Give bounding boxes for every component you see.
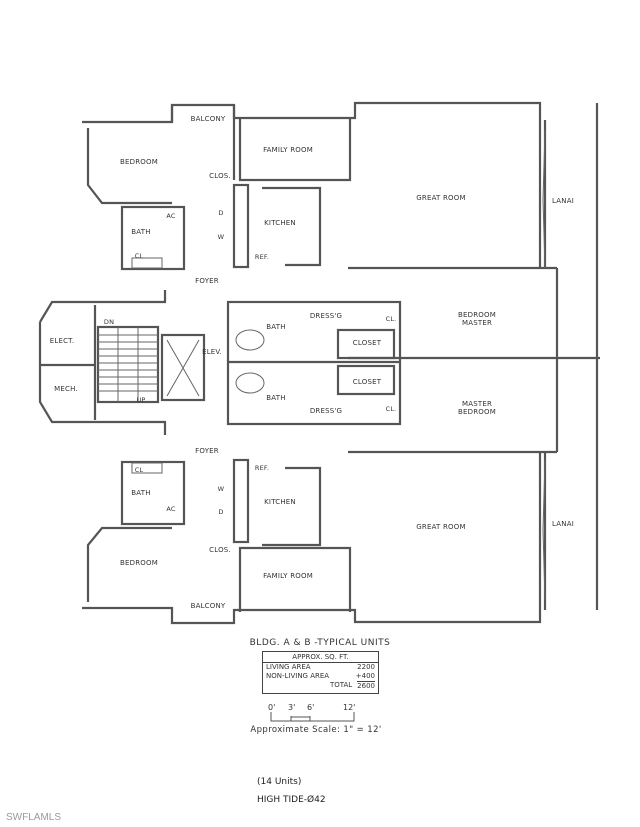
sqft-total-label: TOTAL <box>329 681 353 689</box>
room-label-cl-master-lower: CL. <box>385 405 397 413</box>
room-label-bath-master-upper: BATH <box>266 323 286 331</box>
sqft-row-value: 2200 <box>357 663 375 671</box>
room-label-closet-upper: CLOS. <box>209 172 231 180</box>
room-label-elect: ELECT. <box>49 337 75 345</box>
master-bedroom-lower-line2: BEDROOM <box>458 408 496 416</box>
room-label-kitchen-lower: KITCHEN <box>264 498 296 506</box>
sqft-table-header: APPROX. SQ. FT. <box>263 652 378 663</box>
room-label-lanai-lower: LANAI <box>552 520 574 528</box>
sqft-row-label: LIVING AREA <box>266 663 311 671</box>
room-label-cl-upper: CL <box>134 252 144 260</box>
room-label-bedroom-upper: BEDROOM <box>120 158 158 166</box>
room-label-bath-lower: BATH <box>131 489 151 497</box>
sqft-row-total: TOTAL 2600 <box>263 681 378 690</box>
room-label-family-room-upper: FAMILY ROOM <box>263 146 313 154</box>
room-label-ref-lower: REF. <box>254 464 270 472</box>
sqft-row-label: NON-LIVING AREA <box>266 672 330 680</box>
room-label-balcony-upper: BALCONY <box>190 115 226 123</box>
sqft-row-value: +400 <box>355 672 375 680</box>
room-label-mech: MECH. <box>54 385 78 393</box>
room-label-great-room-lower: GREAT ROOM <box>416 523 466 531</box>
unit-info: (14 Units) HIGH TIDE-Ø42 <box>257 773 326 809</box>
scale-label: Approximate Scale: 1" = 12' <box>250 725 382 735</box>
room-label-ref-upper: REF. <box>254 253 270 261</box>
room-label-foyer-lower: FOYER <box>195 447 219 455</box>
room-label-elev: ELEV. <box>202 348 222 356</box>
room-label-kitchen-upper: KITCHEN <box>264 219 296 227</box>
room-label-dryer-upper: D <box>218 209 224 217</box>
room-label-bath-upper: BATH <box>131 228 151 236</box>
room-label-dryer-lower: D <box>218 508 224 516</box>
scale-bar <box>270 712 355 722</box>
stair-label-dn: DN <box>103 318 115 326</box>
room-label-foyer-upper: FOYER <box>195 277 219 285</box>
stair-label-up: UP <box>136 396 146 404</box>
room-label-ac-upper: AC <box>166 212 176 220</box>
room-label-bath-master-lower: BATH <box>266 394 286 402</box>
master-bedroom-upper-line1: BEDROOM <box>458 311 496 319</box>
scale-tick-0: 0' <box>268 703 276 712</box>
room-label-cl-lower: CL <box>134 466 144 474</box>
unit-count: (14 Units) <box>257 777 302 787</box>
scale-tick-12: 12' <box>343 703 356 712</box>
model-name: HIGH TIDE-Ø42 <box>257 795 326 805</box>
room-label-bedroom-lower: BEDROOM <box>120 559 158 567</box>
room-label-ac-lower: AC <box>166 505 176 513</box>
room-label-family-room-lower: FAMILY ROOM <box>263 572 313 580</box>
room-label-closet-master-upper: CLOSET <box>352 339 382 347</box>
scale-tick-3: 3' <box>288 703 296 712</box>
sqft-total-value: 2600 <box>357 681 375 690</box>
room-label-dressing-upper: DRESS'G <box>309 312 343 320</box>
room-label-closet-lower: CLOS. <box>209 546 231 554</box>
room-label-washer-lower: W <box>217 485 225 493</box>
room-label-master-bedroom-lower: MASTER BEDROOM <box>458 400 496 416</box>
room-label-lanai-upper: LANAI <box>552 197 574 205</box>
scale-tick-6: 6' <box>307 703 315 712</box>
watermark: SWFLAMLS <box>6 812 62 823</box>
master-bedroom-upper-line2: MASTER <box>461 319 493 327</box>
legend-title: BLDG. A & B -TYPICAL UNITS <box>249 638 391 648</box>
room-label-master-bedroom-upper: BEDROOM MASTER <box>458 311 496 327</box>
sqft-table: APPROX. SQ. FT. LIVING AREA 2200 NON-LIV… <box>262 651 379 694</box>
sqft-row-living: LIVING AREA 2200 <box>263 663 378 672</box>
room-label-closet-master-lower: CLOSET <box>352 378 382 386</box>
sqft-row-non-living: NON-LIVING AREA +400 <box>263 672 378 681</box>
room-label-cl-master-upper: CL. <box>385 315 397 323</box>
room-label-washer-upper: W <box>217 233 225 241</box>
room-label-great-room-upper: GREAT ROOM <box>416 194 466 202</box>
master-bedroom-lower-line1: MASTER <box>461 400 493 408</box>
room-label-dressing-lower: DRESS'G <box>309 407 343 415</box>
room-label-balcony-lower: BALCONY <box>190 602 226 610</box>
